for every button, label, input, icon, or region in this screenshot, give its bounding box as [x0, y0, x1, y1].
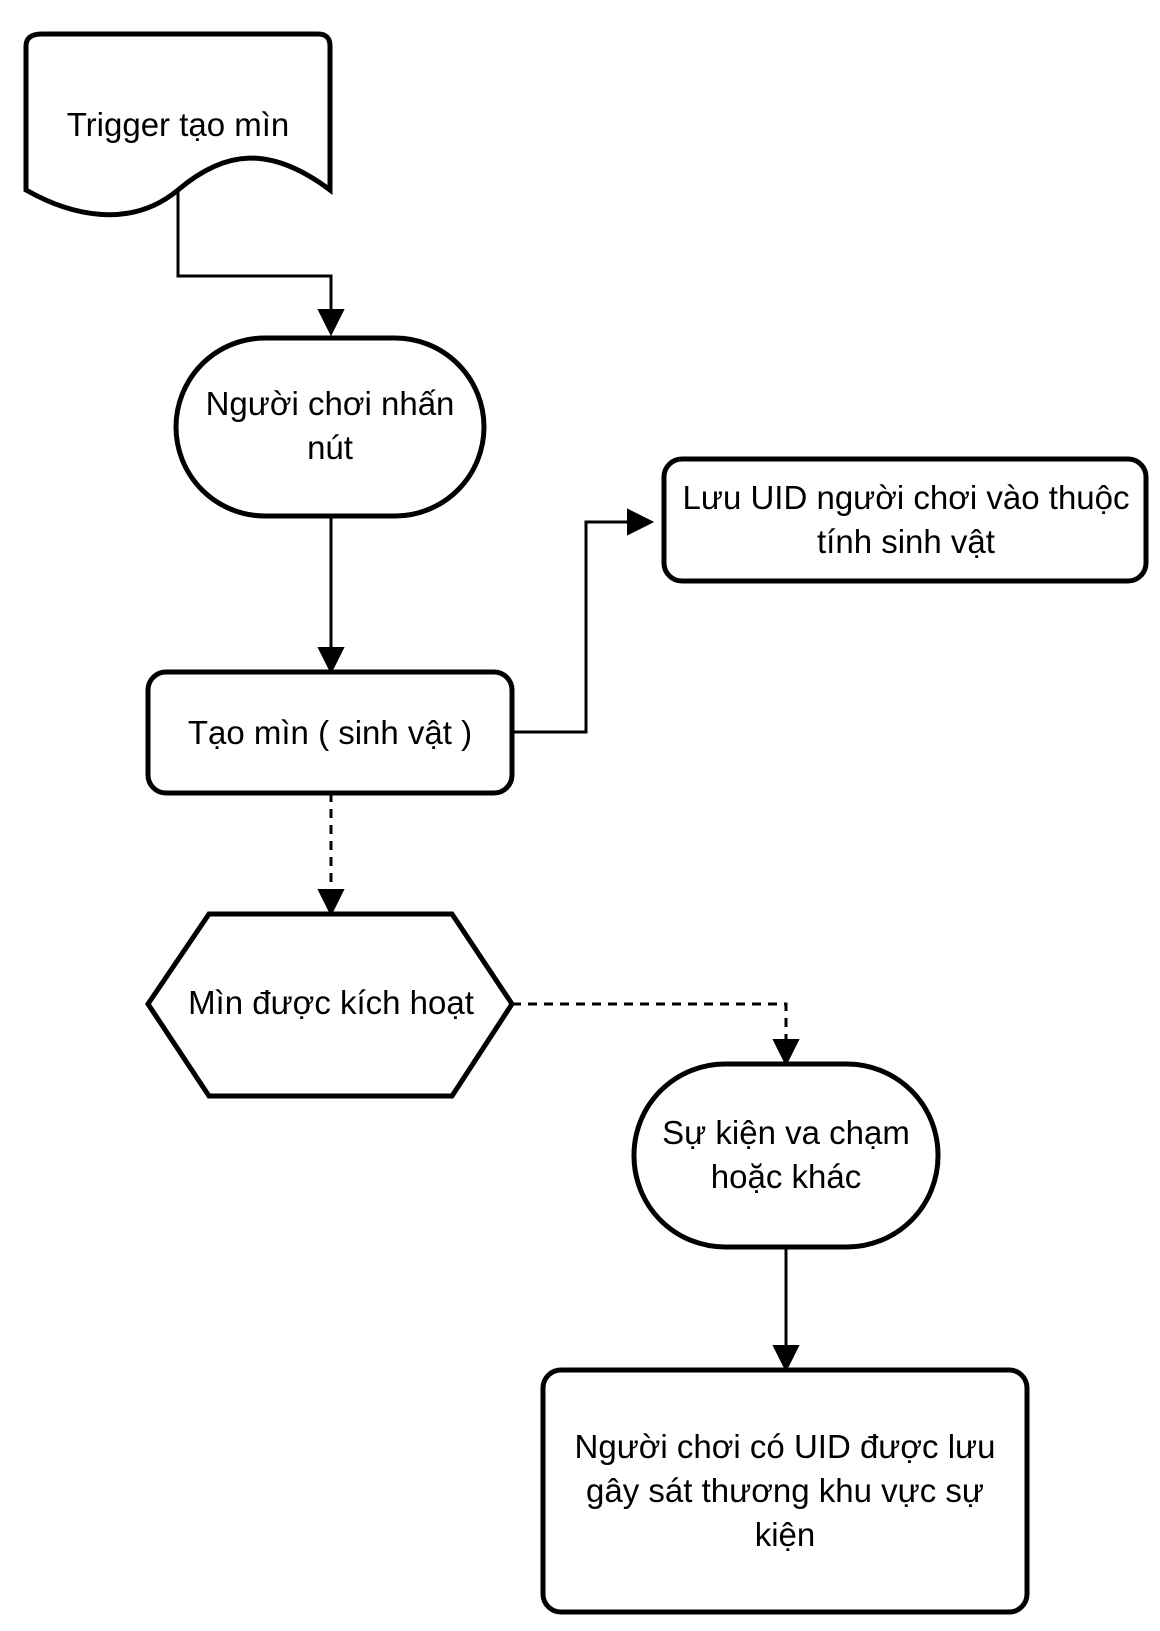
shapes — [23, 31, 1149, 1615]
create-mine-process-shape — [145, 669, 515, 796]
edge-mine-triggered-to-collision-arrowhead — [772, 1039, 800, 1067]
mine-triggered-hexagon-shape — [144, 911, 515, 1099]
player-press-terminator-shape — [173, 335, 487, 519]
damage-process-shape — [540, 1367, 1030, 1615]
edge-player-press-to-create-mine-arrowhead — [317, 647, 345, 675]
edge-create-mine-to-mine-triggered-arrowhead — [317, 889, 345, 917]
damage-label: Người chơi có UID được lưu gây sát thươn… — [574, 1428, 996, 1553]
edge-create-mine-to-save-uid — [512, 520, 636, 734]
edges — [176, 190, 800, 1373]
save-uid-label: Lưu UID người chơi vào thuộc tính sinh v… — [682, 479, 1130, 560]
edge-mine-triggered-to-collision — [512, 1002, 788, 1045]
mine-triggered-label: Mìn được kích hoạt — [188, 984, 474, 1021]
edge-collision-to-damage-arrowhead — [772, 1345, 800, 1373]
trigger-label: Trigger tạo mìn — [66, 106, 290, 143]
player-press-label: Người chơi nhấn nút — [205, 385, 455, 466]
edge-trigger-to-player-press-arrowhead — [317, 309, 345, 337]
create-mine-label: Tạo mìn ( sinh vật ) — [187, 713, 473, 751]
edge-create-mine-to-save-uid-arrowhead — [627, 508, 655, 536]
save-uid-process-shape — [661, 456, 1149, 584]
trigger-document-shape — [23, 31, 333, 218]
collision-event-terminator-shape — [631, 1061, 941, 1250]
edge-trigger-to-player-press — [176, 190, 333, 318]
collision-event-label: Sự kiện va chạm hoặc khác — [662, 1114, 910, 1195]
